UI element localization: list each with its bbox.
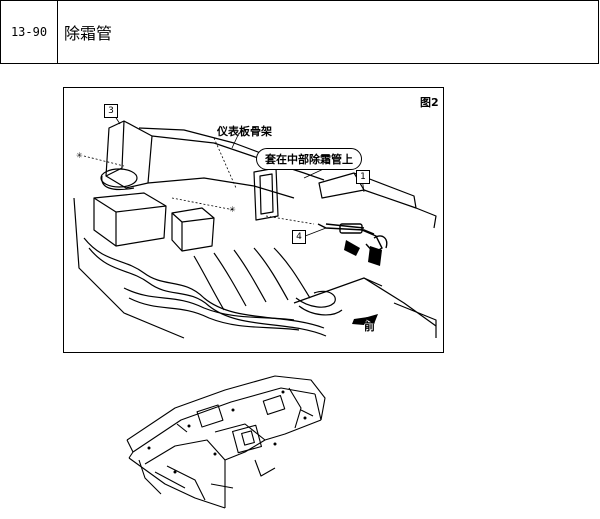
- header-table: 13-90 除霜管: [0, 0, 599, 64]
- callout-number-3: 3: [104, 104, 118, 118]
- label-instrument-frame: 仪表板骨架: [217, 125, 272, 138]
- section-title: 除霜管: [64, 24, 113, 43]
- dashboard-frame-drawing: [126, 375, 326, 509]
- label-fit-center-duct: 套在中部除霜管上: [256, 148, 362, 170]
- dashboard-frame-illustration: [115, 368, 335, 516]
- defroster-diagram: ✳ ✳ 图2 仪表板骨架 套在中部除霜管上 前 3 1 4: [63, 87, 444, 353]
- figure-number: 图2: [420, 96, 439, 109]
- defroster-diagram-drawing: ✳ ✳: [73, 109, 437, 339]
- svg-text:✳: ✳: [76, 151, 83, 160]
- label-front-direction: 前: [364, 320, 375, 333]
- callout-number-4: 4: [292, 230, 306, 244]
- page-code: 13-90: [1, 1, 58, 63]
- svg-text:✳: ✳: [229, 205, 236, 214]
- callout-number-1: 1: [356, 170, 370, 184]
